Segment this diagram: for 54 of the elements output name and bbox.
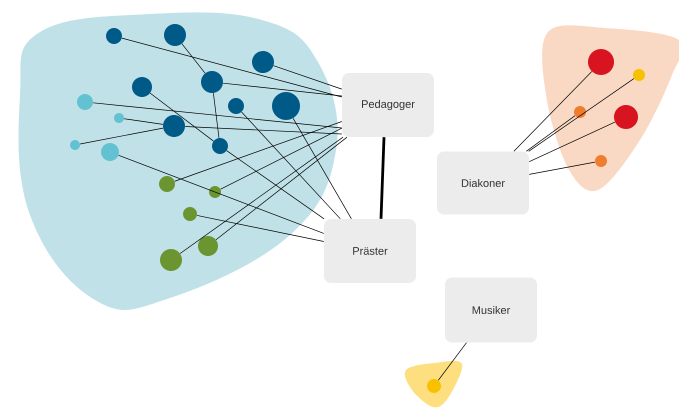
- role-box: Präster: [324, 219, 416, 283]
- dot: [427, 379, 441, 393]
- role-box: Musiker: [445, 278, 537, 342]
- dot: [212, 138, 228, 154]
- dot: [198, 236, 218, 256]
- connector-line: [528, 122, 616, 162]
- dot: [101, 143, 119, 161]
- connector-line: [92, 102, 342, 128]
- connector-line: [122, 38, 342, 98]
- dot: [574, 106, 586, 118]
- dot: [228, 98, 244, 114]
- connector-line: [213, 92, 220, 138]
- connector-line: [528, 78, 634, 152]
- dot: [588, 49, 614, 75]
- connector-line: [196, 215, 324, 242]
- connector-line: [174, 121, 342, 182]
- connector-line: [222, 82, 342, 96]
- role-box: Pedagoger: [342, 73, 434, 137]
- connector-line: [118, 154, 324, 234]
- connector-line: [514, 71, 592, 152]
- connector-line: [184, 126, 342, 134]
- connector-line: [526, 115, 576, 152]
- connector-line: [292, 118, 352, 220]
- connector-line: [438, 342, 467, 381]
- connector-line: [124, 118, 164, 125]
- dot: [70, 140, 80, 150]
- connector-line: [80, 128, 164, 144]
- dot: [132, 77, 152, 97]
- dot: [209, 186, 221, 198]
- connector-line: [273, 65, 342, 90]
- dot: [183, 207, 197, 221]
- dot: [77, 94, 93, 110]
- connector-line: [182, 43, 206, 74]
- dot: [201, 71, 223, 93]
- role-box: Diakoner: [437, 152, 529, 214]
- connector-line: [150, 92, 214, 142]
- dot: [114, 113, 124, 123]
- connector-line: [241, 112, 341, 220]
- connector-line: [226, 150, 324, 220]
- connector-line: [220, 128, 342, 190]
- dot: [252, 51, 274, 73]
- dot: [272, 92, 300, 120]
- dot: [614, 105, 638, 129]
- connector-line: [528, 162, 596, 175]
- dot: [106, 28, 122, 44]
- dot: [164, 24, 186, 46]
- connector-line: [216, 136, 348, 240]
- connector-line: [180, 136, 344, 254]
- dot: [159, 176, 175, 192]
- dot: [160, 249, 182, 271]
- connector-line: [380, 137, 386, 219]
- dot: [163, 115, 185, 137]
- dot: [633, 69, 645, 81]
- dot: [595, 155, 607, 167]
